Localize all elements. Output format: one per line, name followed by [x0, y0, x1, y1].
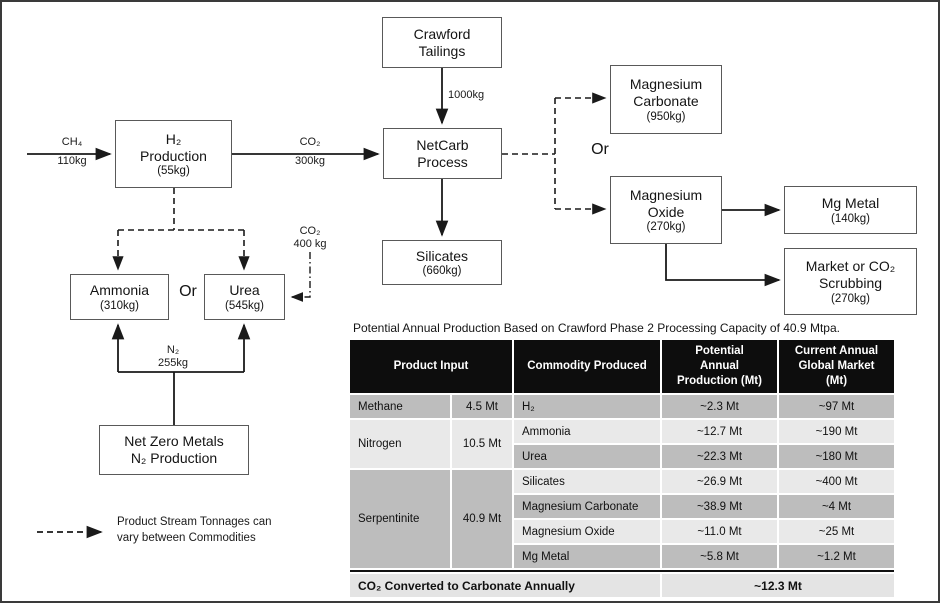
- flow-label-co2-formula: CO₂: [299, 136, 321, 148]
- market-cell: ~180 Mt: [779, 445, 894, 468]
- box-mass: (660kg): [422, 265, 462, 278]
- box-mass: (270kg): [646, 221, 686, 234]
- box-title: NetCarb Process: [416, 136, 469, 170]
- input-amount-nitrogen: 10.5 Mt: [452, 420, 512, 468]
- box-title: Ammonia: [89, 282, 150, 299]
- box-title: Mg Metal: [821, 195, 880, 212]
- box-title: Magnesium Oxide: [629, 186, 703, 220]
- flow-label-co2-urea-formula: CO₂: [299, 225, 321, 237]
- flow-label-co2-mass: 300kg: [295, 155, 325, 167]
- table-header-product-input: Product Input: [350, 340, 512, 393]
- box-market-co2-scrubbing: Market or CO₂ Scrubbing (270kg): [784, 248, 917, 315]
- box-h2-production: H₂ Production (55kg): [115, 120, 232, 188]
- commodity-cell: Mg Metal: [514, 545, 660, 568]
- table-header-commodity-produced: Commodity Produced: [514, 340, 660, 393]
- market-cell: ~25 Mt: [779, 520, 894, 543]
- input-cell-nitrogen: Nitrogen: [350, 420, 450, 468]
- box-urea: Urea (545kg): [204, 274, 285, 320]
- commodity-cell: Urea: [514, 445, 660, 468]
- commodity-cell: Magnesium Carbonate: [514, 495, 660, 518]
- production-cell: ~38.9 Mt: [662, 495, 777, 518]
- production-cell: ~22.3 Mt: [662, 445, 777, 468]
- market-cell: ~400 Mt: [779, 470, 894, 493]
- box-title: Magnesium Carbonate: [629, 76, 703, 109]
- box-mass: (950kg): [646, 110, 686, 123]
- market-cell: ~1.2 Mt: [779, 545, 894, 568]
- box-mass: (55kg): [157, 165, 190, 178]
- market-cell: ~190 Mt: [779, 420, 894, 443]
- input-cell-methane: Methane: [350, 395, 450, 418]
- flow-label-ch4-mass: 110kg: [57, 155, 87, 167]
- production-cell: ~2.3 Mt: [662, 395, 777, 418]
- market-cell: ~4 Mt: [779, 495, 894, 518]
- flow-label-tailings-mass: 1000kg: [448, 89, 485, 101]
- footer-value-co2-converted: ~12.3 Mt: [662, 574, 894, 597]
- co2-to-urea-dashdot-arrow: [290, 252, 311, 302]
- or-label-right: Or: [591, 141, 609, 158]
- box-netcarb-process: NetCarb Process: [383, 128, 502, 179]
- production-cell: ~11.0 Mt: [662, 520, 777, 543]
- flow-label-n2-mass: 255kg: [158, 357, 188, 369]
- box-silicates: Silicates (660kg): [382, 240, 502, 285]
- box-title: Net Zero Metals N₂ Production: [124, 433, 224, 466]
- commodity-cell: Silicates: [514, 470, 660, 493]
- table-footer-divider: [350, 570, 894, 572]
- box-title: Silicates: [415, 247, 469, 264]
- box-title: Crawford Tailings: [413, 25, 471, 59]
- table-header-current-annual-global-market: Current Annual Global Market (Mt): [779, 340, 894, 393]
- footer-label-co2-converted: CO₂ Converted to Carbonate Annually: [350, 574, 660, 597]
- box-mass: (140kg): [831, 212, 870, 225]
- table-header-potential-annual-production: Potential Annual Production (Mt): [662, 340, 777, 393]
- box-title: H₂ Production: [140, 130, 207, 164]
- box-title: Urea: [229, 282, 260, 299]
- or-label-left: Or: [179, 283, 197, 300]
- table-title: Potential Annual Production Based on Cra…: [353, 321, 840, 335]
- commodity-cell: H₂: [514, 395, 660, 418]
- market-cell: ~97 Mt: [779, 395, 894, 418]
- input-amount-methane: 4.5 Mt: [452, 395, 512, 418]
- input-cell-serpentinite: Serpentinite: [350, 470, 450, 568]
- production-cell: ~26.9 Mt: [662, 470, 777, 493]
- box-net-zero-metals: Net Zero Metals N₂ Production: [99, 425, 249, 475]
- flow-label-ch4-formula: CH₄: [61, 136, 83, 148]
- legend-label: Product Stream Tonnages can vary between…: [117, 516, 272, 545]
- production-cell: ~5.8 Mt: [662, 545, 777, 568]
- box-mg-metal: Mg Metal (140kg): [784, 186, 917, 234]
- box-title: Market or CO₂ Scrubbing: [805, 258, 896, 291]
- box-mass: (310kg): [100, 299, 139, 312]
- production-table: Product Input Commodity Produced Potenti…: [350, 340, 894, 597]
- mg-oxide-to-market-arrow: [665, 244, 781, 287]
- flow-label-n2-formula: N₂: [166, 344, 180, 356]
- input-amount-serpentinite: 40.9 Mt: [452, 470, 512, 568]
- commodity-cell: Magnesium Oxide: [514, 520, 660, 543]
- commodity-cell: Ammonia: [514, 420, 660, 443]
- flow-label-co2-urea-mass: 400 kg: [293, 238, 327, 250]
- box-crawford-tailings: Crawford Tailings: [382, 17, 502, 68]
- box-mass: (545kg): [225, 299, 264, 312]
- box-ammonia: Ammonia (310kg): [70, 274, 169, 320]
- box-mass: (270kg): [831, 292, 870, 305]
- box-magnesium-carbonate: Magnesium Carbonate (950kg): [610, 65, 722, 134]
- production-cell: ~12.7 Mt: [662, 420, 777, 443]
- box-magnesium-oxide: Magnesium Oxide (270kg): [610, 176, 722, 244]
